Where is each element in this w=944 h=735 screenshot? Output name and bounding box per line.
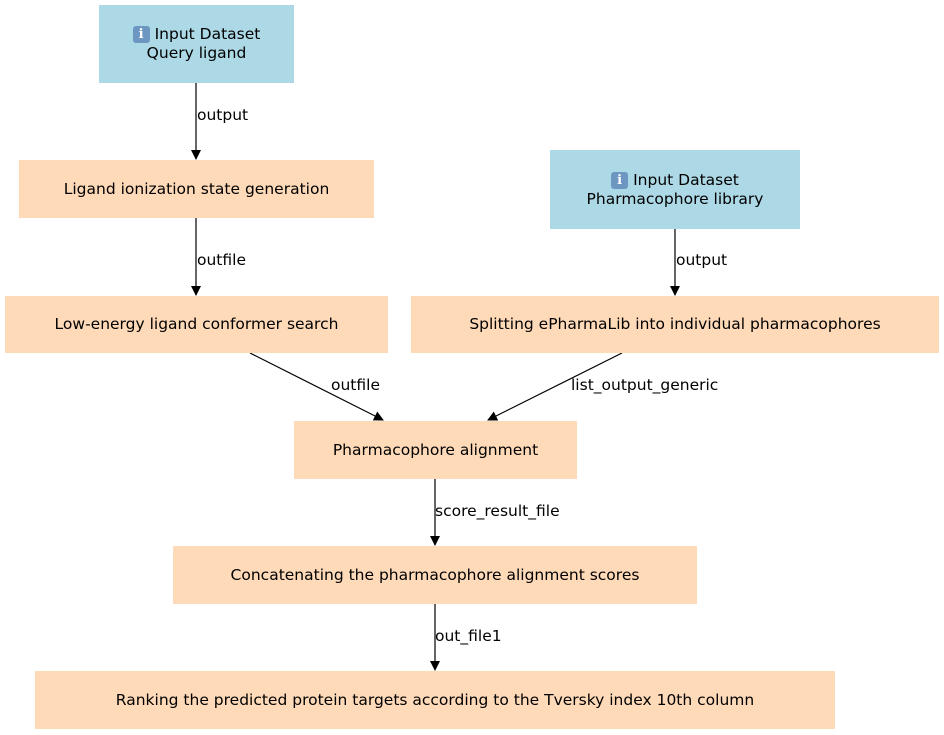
- tool-label: Splitting ePharmaLib into individual pha…: [469, 315, 881, 333]
- input-dataset-name: Query ligand: [146, 44, 247, 62]
- edge-conformer-to-alignment: [249, 352, 384, 421]
- input-node-query-ligand-title: i Input Dataset: [132, 25, 261, 44]
- tool-label: Ligand ionization state generation: [63, 179, 330, 198]
- tool-node-conformer[interactable]: Low-energy ligand conformer search: [5, 296, 388, 353]
- info-icon: i: [611, 171, 629, 189]
- edge-label-outfile: outfile: [197, 251, 246, 269]
- input-type-label: Input Dataset: [154, 25, 261, 43]
- input-type-label: Input Dataset: [633, 170, 739, 189]
- edge-splitting-to-alignment: [487, 352, 623, 421]
- tool-node-splitting[interactable]: Splitting ePharmaLib into individual pha…: [411, 296, 939, 353]
- edge-label-output: output: [197, 106, 249, 124]
- input-dataset-name: Pharmacophore library: [586, 189, 764, 208]
- info-icon: i: [132, 26, 150, 43]
- edge-label-outfile: outfile: [331, 376, 380, 394]
- tool-label: Pharmacophore alignment: [332, 440, 539, 459]
- tool-label: Low-energy ligand conformer search: [54, 315, 339, 333]
- tool-node-concatenating[interactable]: Concatenating the pharmacophore alignmen…: [173, 546, 697, 604]
- tool-label: Ranking the predicted protein targets ac…: [115, 690, 755, 709]
- edge-label-score-result-file: score_result_file: [435, 502, 560, 520]
- tool-node-alignment[interactable]: Pharmacophore alignment: [294, 421, 577, 479]
- tool-node-ranking[interactable]: Ranking the predicted protein targets ac…: [35, 671, 835, 729]
- edge-label-list-output-generic: list_output_generic: [571, 376, 719, 394]
- tool-node-ionization[interactable]: Ligand ionization state generation: [19, 160, 374, 218]
- tool-label: Concatenating the pharmacophore alignmen…: [230, 565, 640, 584]
- input-node-pharmacophore-library[interactable]: i Input Dataset Pharmacophore library: [550, 150, 800, 229]
- input-node-pharmacophore-library-title: i Input Dataset: [611, 171, 739, 190]
- input-node-query-ligand[interactable]: i Input Dataset Query ligand: [99, 5, 294, 83]
- edge-label-output: output: [676, 251, 728, 269]
- edge-label-out-file1: out_file1: [435, 627, 502, 645]
